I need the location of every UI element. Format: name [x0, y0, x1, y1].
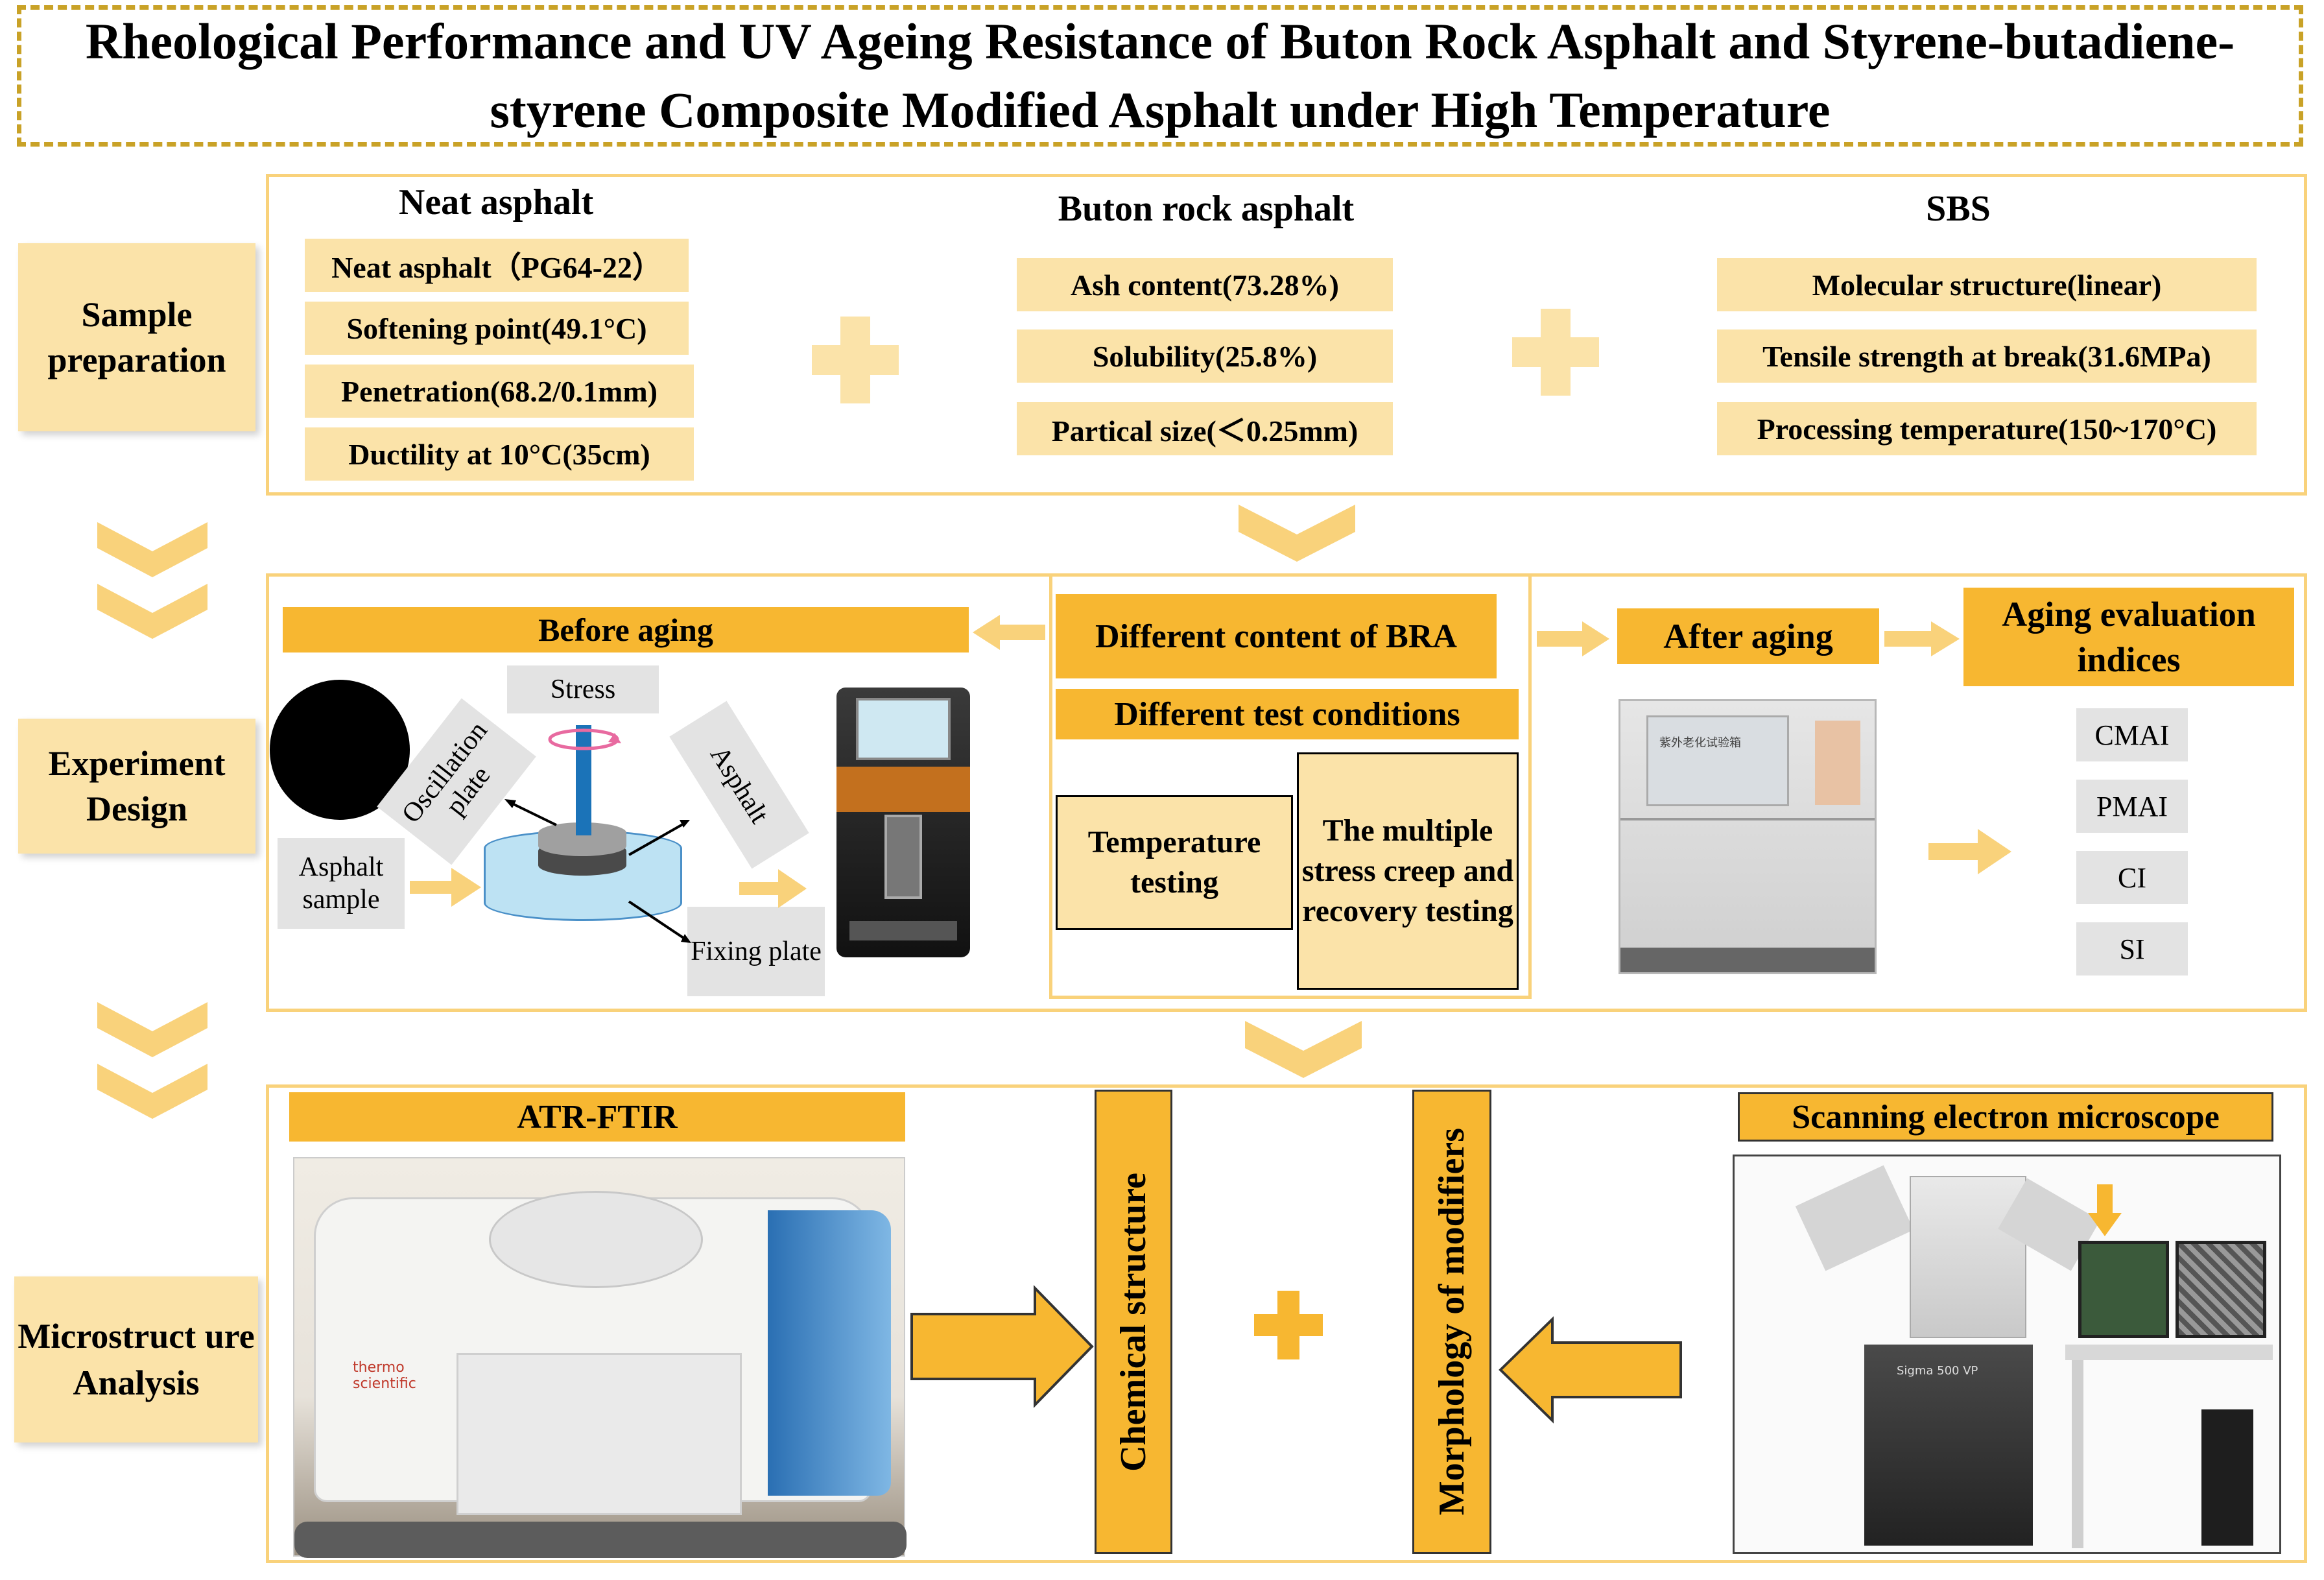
mscr-testing-label: The multiple stress creep and recovery t… [1297, 752, 1519, 990]
neat-prop-grade: Neat asphalt（PG64-22） [305, 239, 689, 292]
uv-chamber-sticker [1815, 721, 1860, 805]
arrow-right-icon [739, 869, 807, 908]
chemical-structure-text: Chemical structure [1113, 1172, 1154, 1472]
neat-asphalt-heading: Neat asphalt [398, 182, 594, 222]
stage-sample-preparation: Sample preparation [18, 243, 255, 431]
chevron-down-icon [1239, 505, 1355, 562]
uv-chamber-divider [1620, 818, 1875, 820]
plus-icon [1512, 309, 1599, 396]
chemical-structure-label: Chemical structure [1095, 1090, 1172, 1554]
bra-heading: Buton rock asphalt [1058, 189, 1355, 229]
test-conditions-panel [1049, 573, 1532, 999]
temperature-testing-label: Temperature testing [1056, 795, 1293, 930]
dsr-spindle [884, 815, 922, 899]
sbs-prop-tensile: Tensile strength at break(31.6MPa) [1717, 329, 2257, 383]
index-ci: CI [2076, 851, 2188, 904]
index-cmai: CMAI [2076, 708, 2188, 761]
morphology-modifiers-text: Morphology of modifiers [1432, 1128, 1472, 1516]
before-aging-label: Before aging [283, 607, 969, 652]
arrow-right-icon [410, 868, 481, 907]
spindle [576, 725, 591, 835]
diagram-title: Rheological Performance and UV Ageing Re… [17, 5, 2303, 147]
plus-icon [1254, 1291, 1323, 1359]
uv-chamber-base [1620, 948, 1875, 972]
atr-ftir-label: ATR-FTIR [289, 1092, 905, 1142]
dsr-head [836, 767, 970, 812]
dsr-control-panel [849, 921, 957, 940]
sbs-prop-structure: Molecular structure(linear) [1717, 258, 2257, 311]
sem-computer-tower [2201, 1409, 2253, 1546]
morphology-modifiers-label: Morphology of modifiers [1412, 1090, 1491, 1554]
uv-chamber-text: 紫外老化试验箱 [1659, 736, 1741, 750]
sem-label: Scanning electron microscope [1738, 1092, 2273, 1142]
chevron-down-icon [97, 1002, 208, 1119]
neat-prop-penetration: Penetration(68.2/0.1mm) [305, 365, 694, 418]
index-pmai: PMAI [2076, 780, 2188, 833]
dsr-screen [856, 698, 951, 760]
chevron-down-icon [97, 522, 208, 639]
arrow-right-icon [910, 1285, 1094, 1408]
neat-prop-ductility: Ductility at 10°C(35cm) [305, 427, 694, 481]
ftir-base [294, 1522, 907, 1558]
index-si: SI [2076, 922, 2188, 976]
asphalt-sample-label: Asphalt sample [278, 838, 405, 929]
dsr-instrument [836, 688, 970, 957]
sem-instrument: Sigma 500 VP [1733, 1155, 2281, 1554]
sbs-prop-processing: Processing temperature(150~170°C) [1717, 402, 2257, 455]
bra-prop-ash: Ash content(73.28%) [1017, 258, 1393, 311]
arrow-left-icon [1499, 1316, 1682, 1424]
arrow-right-icon [1537, 621, 1609, 656]
stress-label: Stress [507, 665, 659, 713]
ftir-front-door [456, 1353, 742, 1515]
sbs-heading: SBS [1926, 189, 1991, 229]
sem-detector-left [1795, 1165, 1914, 1271]
neat-prop-softening: Softening point(49.1°C) [305, 302, 689, 355]
bra-prop-solubility: Solubility(25.8%) [1017, 329, 1393, 383]
stage-microstructure-analysis: Microstruct ure Analysis [14, 1276, 258, 1442]
aging-evaluation-indices-label: Aging evaluation indices [1963, 588, 2294, 686]
different-test-conditions-label: Different test conditions [1056, 689, 1519, 739]
uv-aging-chamber: 紫外老化试验箱 [1618, 699, 1877, 974]
sem-desk [2065, 1345, 2273, 1360]
ftir-lid [489, 1191, 703, 1288]
plus-icon [812, 317, 899, 403]
uv-chamber-window [1646, 715, 1789, 806]
rotation-icon [548, 728, 621, 750]
sem-monitor-right [2176, 1241, 2266, 1338]
arrow-right-icon [1928, 829, 2011, 874]
ftir-instrument: thermo scientific [293, 1157, 907, 1558]
sem-column [1910, 1176, 2026, 1338]
different-content-bra-label: Different content of BRA [1056, 594, 1497, 678]
sem-desk-leg [2072, 1360, 2083, 1548]
arrow-right-icon [1884, 621, 1960, 656]
arrow-left-icon [973, 615, 1045, 650]
ftir-side-panel [768, 1210, 891, 1496]
ftir-brand: thermo scientific [353, 1359, 416, 1392]
bra-prop-particle-size: Partical size(＜0.25mm) [1017, 402, 1393, 455]
arrow-down-icon [2088, 1184, 2122, 1236]
sem-model: Sigma 500 VP [1897, 1364, 1978, 1378]
sem-chamber-base [1864, 1345, 2033, 1546]
after-aging-label: After aging [1617, 608, 1879, 664]
stage-experiment-design: Experiment Design [18, 719, 255, 854]
fixing-plate-label: Fixing plate [687, 907, 825, 996]
chevron-down-icon [1245, 1021, 1362, 1078]
sem-monitor-left [2078, 1241, 2169, 1338]
